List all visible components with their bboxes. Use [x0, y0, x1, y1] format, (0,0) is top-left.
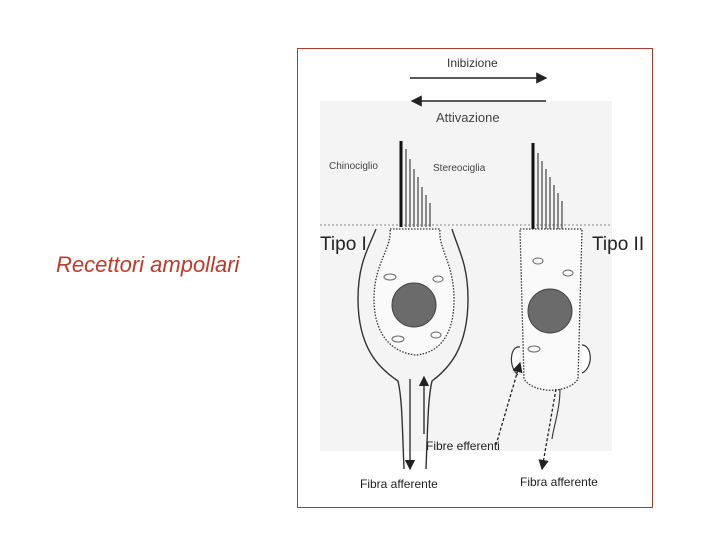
type-2-nucleus	[528, 289, 572, 333]
hair-cell-diagram: Inibizione Attivazione Chinociglio Stere…	[297, 48, 653, 508]
efferent-fibers-label: Fibre efferenti	[426, 439, 500, 453]
type-2-label: Tipo II	[592, 234, 644, 256]
kinocilium-label: Chinociglio	[329, 161, 378, 172]
afferent-fiber-label-2: Fibra afferente	[520, 475, 598, 489]
type-1-label: Tipo I	[320, 234, 367, 256]
activation-label: Attivazione	[436, 110, 500, 125]
type-1-nucleus	[392, 283, 436, 327]
stereocilia-label: Stereociglia	[433, 163, 485, 174]
afferent-fiber-label-1: Fibra afferente	[360, 477, 438, 491]
inhibition-label: Inibizione	[447, 56, 498, 70]
slide-title: Recettori ampollari	[56, 252, 239, 278]
